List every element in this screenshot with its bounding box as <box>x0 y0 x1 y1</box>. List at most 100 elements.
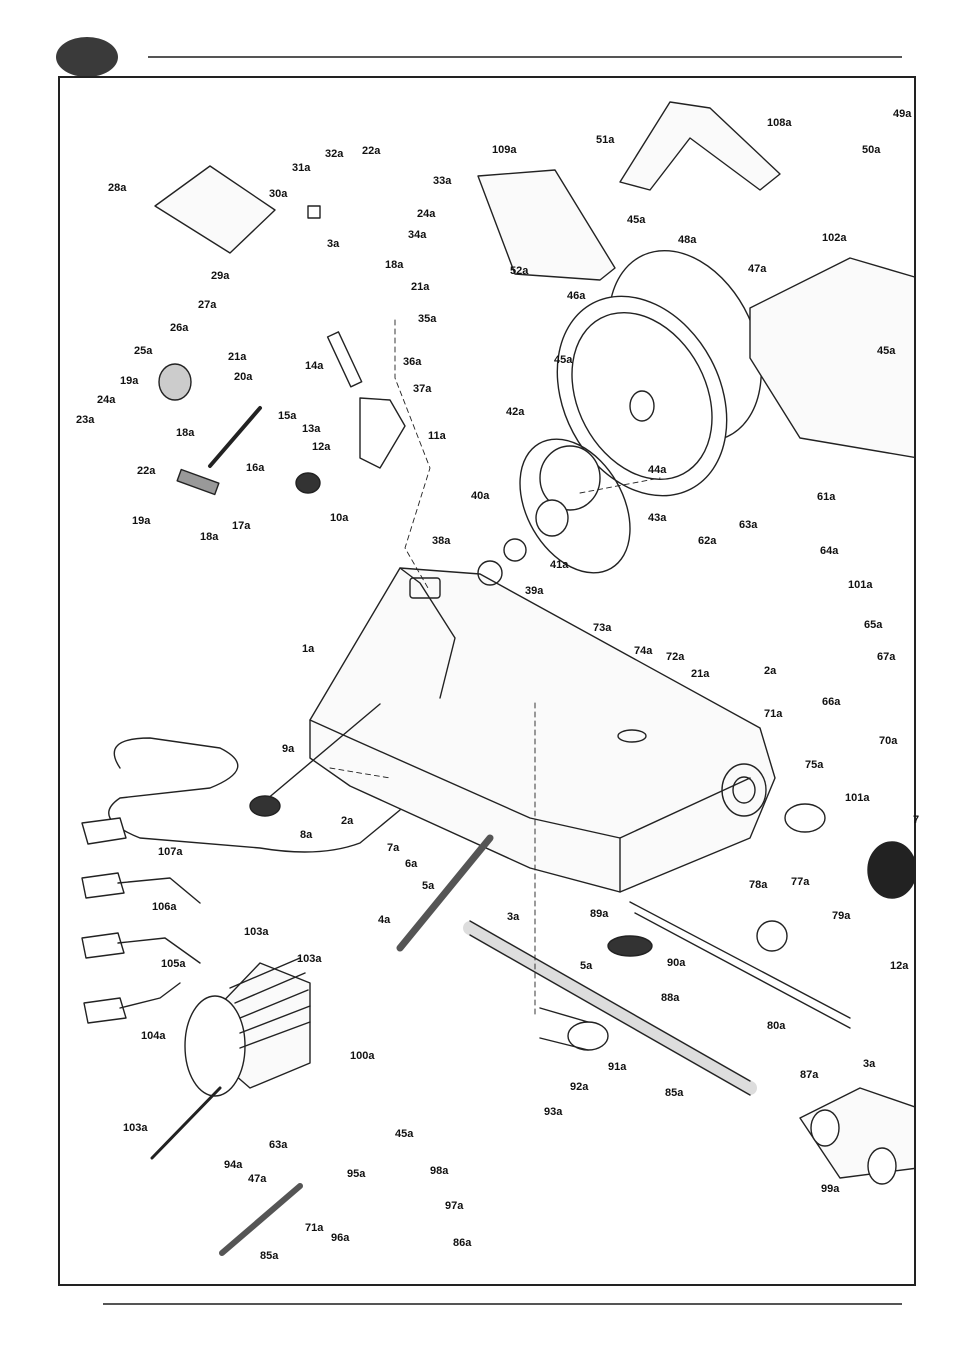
part-label: 77a <box>791 876 810 888</box>
part-label: 109a <box>492 144 517 156</box>
part-label: 39a <box>525 585 544 597</box>
plug-106a <box>81 872 125 899</box>
part-label: 20a <box>234 371 253 383</box>
part-label: 23a <box>76 414 95 426</box>
part-label: 105a <box>161 958 186 970</box>
part-label: 40a <box>471 490 490 502</box>
part-label: 19a <box>120 375 139 387</box>
part-label: 17a <box>232 520 251 532</box>
part-label: 13a <box>302 423 321 435</box>
part-label: 5a <box>422 880 435 892</box>
part-label: 12a <box>890 960 909 972</box>
part-label: 8a <box>300 829 313 841</box>
power-cord-part <box>108 737 401 853</box>
part-label: 46a <box>567 290 586 302</box>
part-label: 22a <box>137 465 156 477</box>
part-label: 63a <box>739 519 758 531</box>
part-label: 24a <box>97 394 116 406</box>
part-label: 103a <box>244 926 269 938</box>
blade-part <box>556 295 728 497</box>
part-label: 31a <box>292 162 311 174</box>
bolt-103a <box>150 1086 222 1160</box>
rod-88a <box>463 921 757 1095</box>
part-label: 9a <box>282 743 295 755</box>
plate-17a <box>176 468 220 496</box>
part-label: 47a <box>748 263 767 275</box>
plug-107a <box>81 817 127 845</box>
part-label: 18a <box>200 531 219 543</box>
part-label: 34a <box>408 229 427 241</box>
part-label: 45a <box>554 354 573 366</box>
part-label: 97a <box>445 1200 464 1212</box>
part-label: 38a <box>432 535 451 547</box>
part-label: 22a <box>362 145 381 157</box>
part-label: 18a <box>385 259 404 271</box>
part-label: 33a <box>433 175 452 187</box>
part-label: 71a <box>305 1222 324 1234</box>
part-label: 106a <box>152 901 177 913</box>
part-label: 101a <box>845 792 870 804</box>
ring-38a <box>477 560 503 586</box>
part-label: 93a <box>544 1106 563 1118</box>
plate-part <box>477 169 616 281</box>
part-label: 64a <box>820 545 839 557</box>
part-label: 80a <box>767 1020 786 1032</box>
part-label: 94a <box>224 1159 243 1171</box>
part-label: 37a <box>413 383 432 395</box>
part-label: 79a <box>832 910 851 922</box>
part-label: 88a <box>661 992 680 1004</box>
wheel-25a <box>158 363 192 401</box>
part-label: 45a <box>627 214 646 226</box>
part-label: 99a <box>821 1183 840 1195</box>
part-label: 62a <box>698 535 717 547</box>
part-label: 45a <box>877 345 896 357</box>
part-label: 3a <box>863 1058 876 1070</box>
part-label: 86a <box>453 1237 472 1249</box>
part-label: 24a <box>417 208 436 220</box>
part-label: 104a <box>141 1030 166 1042</box>
part-label: 47a <box>248 1173 267 1185</box>
part-label: 51a <box>596 134 615 146</box>
part-label: 2a <box>341 815 354 827</box>
part-label: 42a <box>506 406 525 418</box>
part-label: 73a <box>593 622 612 634</box>
plug-104a <box>83 997 127 1024</box>
part-label: 91a <box>608 1061 627 1073</box>
pulley-part <box>539 445 601 511</box>
ring-101a <box>784 803 826 833</box>
part-label: 48a <box>678 234 697 246</box>
part-label: 96a <box>331 1232 350 1244</box>
knob-10a <box>295 472 321 494</box>
carriage-rail-part <box>749 257 914 459</box>
part-label: 7a <box>387 842 400 854</box>
part-label: 18a <box>176 427 195 439</box>
foot-90a <box>607 935 653 957</box>
part-label: 12a <box>312 441 331 453</box>
rod-99a <box>219 1183 303 1256</box>
part-label: 29a <box>211 270 230 282</box>
cover-part <box>154 165 276 254</box>
bracket-11a <box>359 397 406 469</box>
part-label: 85a <box>665 1087 684 1099</box>
part-label: 15a <box>278 410 297 422</box>
part-label: 32a <box>325 148 344 160</box>
part-label: 92a <box>570 1081 589 1093</box>
part-label: 14a <box>305 360 324 372</box>
part-label: 90a <box>667 957 686 969</box>
rod-4a <box>396 834 494 952</box>
section-badge <box>56 37 118 77</box>
part-label: 21a <box>228 351 247 363</box>
part-label: 25a <box>134 345 153 357</box>
part-label: 78a <box>749 879 768 891</box>
part-label: 16a <box>246 462 265 474</box>
part-label: 89a <box>590 908 609 920</box>
knob-9a <box>249 795 281 817</box>
part-label: 44a <box>648 464 667 476</box>
part-label: 95a <box>347 1168 366 1180</box>
part-label: 74a <box>634 645 653 657</box>
part-label: 19a <box>132 515 151 527</box>
part-label: 28a <box>108 182 127 194</box>
exploded-diagram-frame <box>58 76 916 1286</box>
part-label: 63a <box>269 1139 288 1151</box>
bar-80a <box>629 901 851 1019</box>
